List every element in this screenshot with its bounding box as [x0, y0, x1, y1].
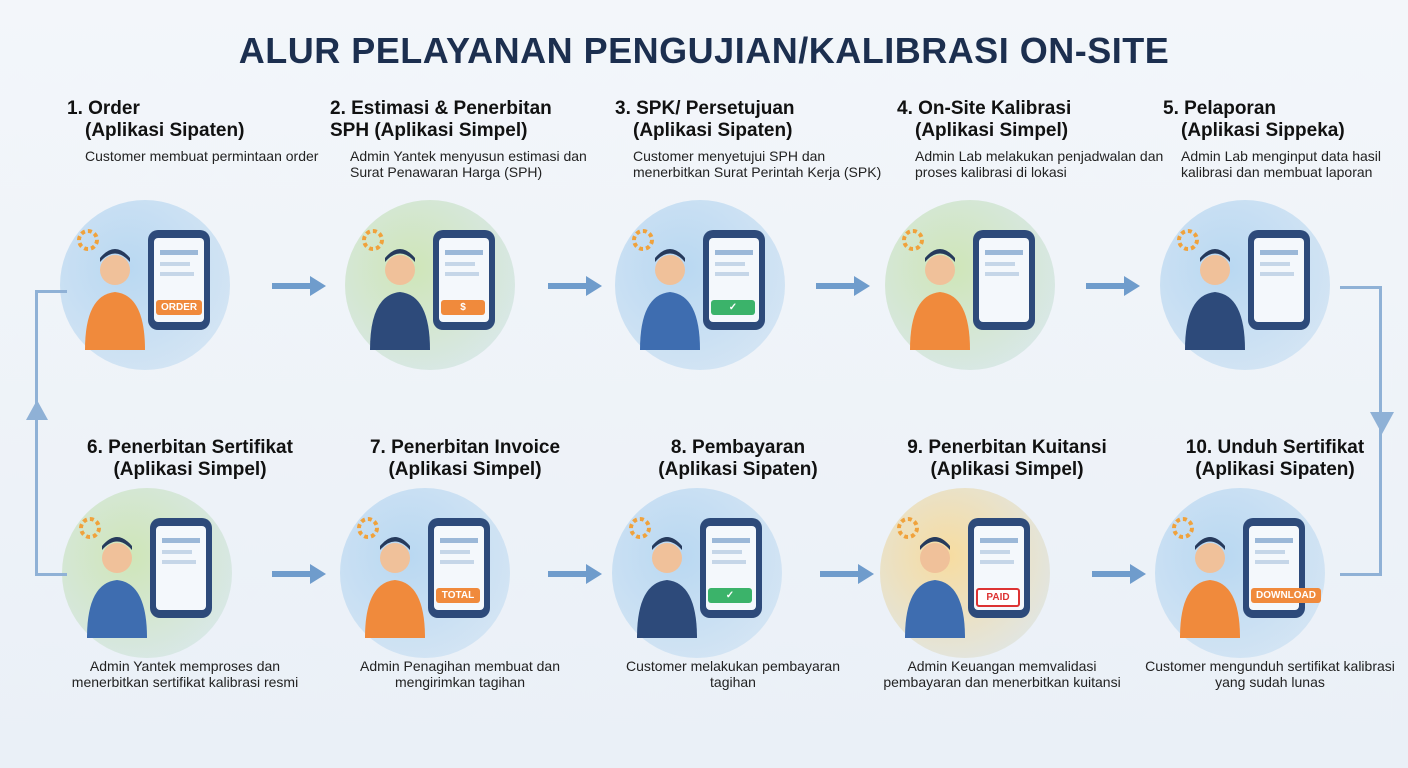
arrow-right-icon	[820, 564, 874, 584]
step-description: Customer membuat permintaan order	[85, 148, 319, 164]
step-illustration	[62, 488, 232, 658]
step-title: 5. Pelaporan	[1163, 98, 1276, 119]
illustration-label: DOWNLOAD	[1251, 588, 1321, 603]
step-title: 3. SPK/ Persetujuan	[615, 98, 795, 119]
step-app: (Aplikasi Sipaten)	[658, 459, 818, 480]
arrow-right-icon	[272, 564, 326, 584]
step-title: 10. Unduh Sertifikat	[1185, 437, 1365, 458]
step-description: Admin Lab menginput data hasil kalibrasi…	[1181, 148, 1382, 180]
illustration-label: ✓	[711, 300, 755, 315]
step-description: Admin Yantek menyusun estimasi dan Surat…	[350, 148, 587, 180]
scene-icon	[902, 229, 1035, 350]
step-7: 7. Penerbitan Invoice(Aplikasi Simpel) Ad…	[330, 437, 600, 690]
step-app: (Aplikasi Sippeka)	[1181, 120, 1345, 141]
step-description: Customer melakukan pembayaran tagihan	[626, 658, 840, 690]
step-3: 3. SPK/ Persetujuan(Aplikasi Sipaten) Cus…	[615, 98, 885, 180]
step-illustration: ORDER	[60, 200, 230, 370]
step-description: Admin Yantek memproses dan menerbitkan s…	[71, 658, 299, 690]
step-illustration: ✓	[612, 488, 782, 658]
step-description: Admin Keuangan memvalidasi pembayaran da…	[883, 658, 1121, 690]
arrow-right-icon	[816, 276, 870, 296]
arrow-right-icon	[548, 276, 602, 296]
step-description: Customer mengunduh sertifikat kalibrasi …	[1145, 658, 1395, 690]
scene-icon	[629, 517, 762, 638]
step-app: (Aplikasi Sipaten)	[1195, 459, 1355, 480]
step-illustration: DOWNLOAD	[1155, 488, 1325, 658]
step-description: Customer menyetujui SPH dan menerbitkan …	[633, 148, 882, 180]
step-1: 1. Order(Aplikasi Sipaten) Customer membu…	[67, 98, 337, 164]
step-app: SPH (Aplikasi Simpel)	[330, 120, 528, 141]
arrow-right-icon	[272, 276, 326, 296]
scene-icon	[77, 229, 210, 350]
step-title: 8. Pembayaran	[670, 437, 806, 458]
step-app: (Aplikasi Simpel)	[915, 120, 1069, 141]
step-4: 4. On-Site Kalibrasi(Aplikasi Simpel) Adm…	[897, 98, 1167, 180]
scene-icon	[79, 517, 212, 638]
illustration-label: ✓	[708, 588, 752, 603]
scene-icon	[1177, 229, 1310, 350]
step-illustration	[1160, 200, 1330, 370]
step-8: 8. Pembayaran(Aplikasi Sipaten) Customer …	[603, 437, 873, 690]
step-app: (Aplikasi Simpel)	[388, 459, 542, 480]
step-illustration: TOTAL	[340, 488, 510, 658]
arrow-right-icon	[548, 564, 602, 584]
step-app: (Aplikasi Sipaten)	[85, 120, 245, 141]
scene-icon	[897, 517, 1030, 638]
step-5: 5. Pelaporan(Aplikasi Sippeka) Admin Lab …	[1163, 98, 1408, 180]
step-title: 4. On-Site Kalibrasi	[897, 98, 1072, 119]
step-illustration: $	[345, 200, 515, 370]
scene-icon	[1172, 517, 1305, 638]
illustration-label: TOTAL	[436, 588, 480, 603]
step-title: 9. Penerbitan Kuitansi	[907, 437, 1107, 458]
step-title: 1. Order	[67, 98, 140, 119]
arrow-up-icon	[26, 400, 48, 420]
scene-icon	[632, 229, 765, 350]
step-app: (Aplikasi Simpel)	[930, 459, 1084, 480]
illustration-label: PAID	[976, 588, 1020, 607]
step-description: Admin Penagihan membuat dan mengirimkan …	[359, 658, 561, 690]
step-9: 9. Penerbitan Kuitansi(Aplikasi Simpel) A…	[872, 437, 1142, 690]
step-illustration	[885, 200, 1055, 370]
page-title: ALUR PELAYANAN PENGUJIAN/KALIBRASI ON-SI…	[238, 30, 1170, 71]
step-10: 10. Unduh Sertifikat(Aplikasi Sipaten) Cu…	[1140, 437, 1408, 690]
scene-icon	[357, 517, 490, 638]
arrow-right-icon	[1086, 276, 1140, 296]
step-title: 2. Estimasi & Penerbitan	[330, 98, 552, 119]
scene-icon	[362, 229, 495, 350]
step-illustration: ✓	[615, 200, 785, 370]
step-6: 6. Penerbitan Sertifikat(Aplikasi Simpel…	[55, 437, 325, 690]
step-app: (Aplikasi Sipaten)	[633, 120, 793, 141]
step-title: 7. Penerbitan Invoice	[369, 437, 561, 458]
arrow-down-icon	[1370, 412, 1394, 434]
step-title: 6. Penerbitan Sertifikat	[87, 437, 293, 458]
step-app: (Aplikasi Simpel)	[113, 459, 267, 480]
step-illustration: PAID	[880, 488, 1050, 658]
arrow-right-icon	[1092, 564, 1146, 584]
illustration-label: ORDER	[156, 300, 203, 315]
step-description: Admin Lab melakukan penjadwalan dan pros…	[915, 148, 1164, 180]
illustration-label: $	[441, 300, 485, 315]
connector-left	[35, 290, 67, 576]
